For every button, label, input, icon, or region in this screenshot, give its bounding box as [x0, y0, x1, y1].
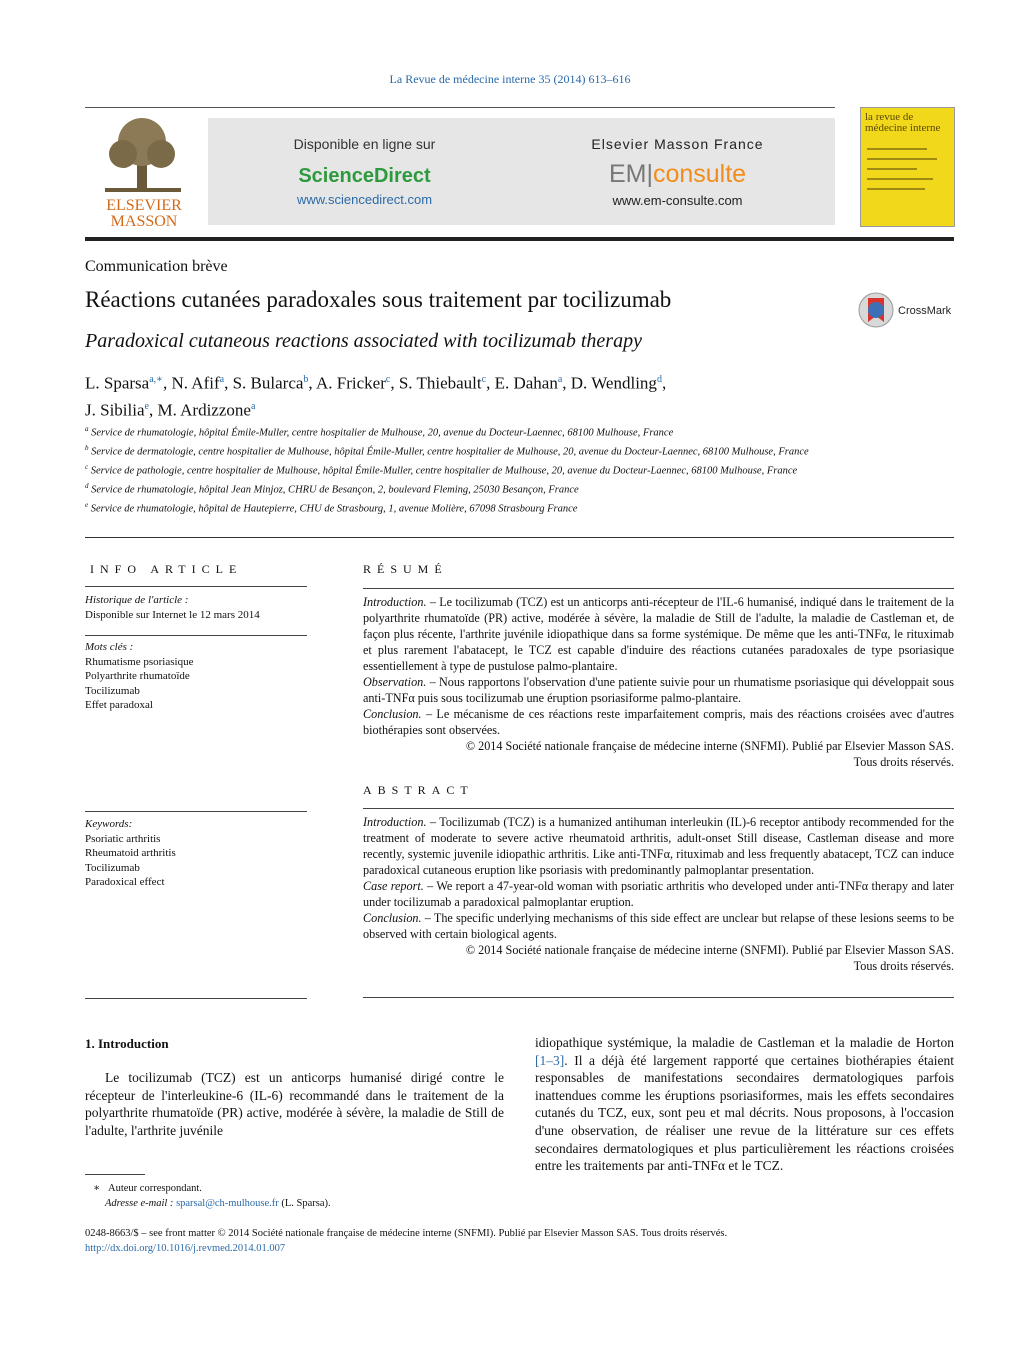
body-paragraph-right: idiopathique systémique, la maladie de C…: [535, 1035, 954, 1174]
availability-banner: Disponible en ligne sur ScienceDirect ww…: [208, 118, 835, 225]
footnote-rule: [85, 1174, 145, 1175]
available-online-label: Disponible en ligne sur: [293, 136, 436, 152]
author-name: L. Sparsa: [85, 373, 150, 393]
resume-text: Introduction. – Le tocilizumab (TCZ) est…: [363, 594, 954, 770]
section-heading: 1. Introduction: [85, 1036, 169, 1051]
resume-intro: Introduction. – Le tocilizumab (TCZ) est…: [363, 595, 954, 673]
resume-copyright: © 2014 Société nationale française de mé…: [465, 739, 954, 753]
keyword: Tocilizumab: [85, 861, 140, 874]
history-label: Historique de l'article :: [85, 594, 189, 606]
divider: [85, 537, 954, 538]
affiliation-e: e Service de rhumatologie, hôpital de Ha…: [85, 500, 578, 515]
info-bottom-rule: [85, 998, 307, 999]
resume-heading: RÉSUMÉ: [363, 562, 448, 576]
masson-wordmark: MASSON: [111, 213, 178, 230]
elsevier-masson-logo: ELSEVIER MASSON: [85, 114, 203, 230]
header-thick-rule: [85, 237, 954, 241]
author-name: J. Sibilia: [85, 400, 145, 420]
keywords-en-label: Keywords:: [85, 818, 133, 830]
sciencedirect-logo: ScienceDirect: [298, 165, 431, 187]
keywords-en-rule: [85, 811, 307, 812]
author-name: D. Wendling: [570, 373, 657, 393]
header-rule: [85, 107, 835, 108]
crossmark-badge[interactable]: CrossMark: [858, 290, 958, 330]
footnote-mark: ∗: [93, 1183, 101, 1194]
author-list: L. Sparsaa,∗, N. Afifa, S. Bularcab, A. …: [85, 373, 667, 420]
affiliation-d: d Service de rhumatologie, hôpital Jean …: [85, 481, 579, 496]
history-value: Disponible sur Internet le 12 mars 2014: [85, 608, 260, 621]
keywords-fr-rule: [85, 635, 307, 636]
abstract-heading: ABSTRACT: [363, 783, 474, 797]
info-rule: [85, 586, 307, 587]
email-link[interactable]: sparsal@ch-mulhouse.fr: [176, 1198, 279, 1209]
affiliation-a: a Service de rhumatologie, hôpital Émile…: [85, 425, 674, 439]
cover-title-line1: la revue de: [865, 111, 914, 123]
resume-rule: [363, 588, 954, 589]
em-wordmark: EM: [608, 160, 647, 188]
corresponding-author-footnote: ∗ Auteur correspondant. Adresse e-mail :…: [93, 1183, 331, 1209]
keywords-fr: Mots clés : Rhumatisme psoriasique Polya…: [85, 640, 307, 713]
affiliation-b: b Service de dermatologie, centre hospit…: [85, 443, 809, 458]
doi-link[interactable]: http://dx.doi.org/10.1016/j.revmed.2014.…: [85, 1243, 286, 1254]
crossmark-label: CrossMark: [898, 305, 952, 317]
article-history: Historique de l'article : Disponible sur…: [85, 593, 307, 622]
citation-link[interactable]: [1–3]: [535, 1052, 565, 1068]
emconsulte-logo: EM|consulte: [608, 160, 747, 188]
keyword: Effet paradoxal: [85, 699, 153, 711]
abstract-copyright: © 2014 Société nationale française de mé…: [465, 943, 954, 957]
keyword: Tocilizumab: [85, 684, 140, 697]
cover-title-line2: médecine interne: [865, 122, 941, 134]
abstract-rule: [363, 808, 954, 809]
consulte-wordmark: consulte: [652, 160, 747, 188]
abstract-intro: Introduction. – Tocilizumab (TCZ) is a h…: [363, 815, 954, 877]
keywords-fr-label: Mots clés :: [85, 641, 134, 653]
elsevier-wordmark: ELSEVIER: [106, 197, 182, 214]
abstract-conclusion: Conclusion. – The specific underlying me…: [363, 911, 954, 941]
abstract-bottom-rule: [363, 997, 954, 998]
author-name: M. Ardizzone: [157, 400, 251, 420]
emconsulte-url[interactable]: www.em-consulte.com: [612, 193, 743, 208]
journal-cover: la revue de médecine interne: [860, 107, 955, 227]
journal-reference[interactable]: La Revue de médecine interne 35 (2014) 6…: [389, 72, 631, 86]
keyword: Paradoxical effect: [85, 876, 165, 888]
elsevier-masson-france-label: Elsevier Masson France: [591, 136, 764, 152]
author-name: N. Afif: [171, 373, 220, 393]
keywords-en: Keywords: Psoriatic arthritis Rheumatoid…: [85, 817, 307, 890]
sciencedirect-url[interactable]: www.sciencedirect.com: [296, 192, 433, 207]
resume-conclusion: Conclusion. – Le mécanisme de ces réacti…: [363, 707, 954, 737]
author-name: E. Dahan: [494, 373, 558, 393]
article-title-fr: Réactions cutanées paradoxales sous trai…: [85, 287, 672, 312]
article-type: Communication brève: [85, 258, 228, 275]
author-name: S. Bularca: [232, 373, 304, 393]
article-title-en: Paradoxical cutaneous reactions associat…: [85, 330, 642, 352]
keyword: Rhumatisme psoriasique: [85, 655, 194, 668]
author-name: A. Fricker: [315, 373, 386, 393]
abstract-rights: Tous droits réservés.: [853, 959, 954, 973]
author-affil-marker: a,∗: [149, 374, 163, 385]
body-paragraph-left: Le tocilizumab (TCZ) est un anticorps hu…: [85, 1070, 504, 1138]
affiliation-c: c Service de pathologie, centre hospital…: [85, 462, 798, 477]
front-matter-text: 0248-8663/$ – see front matter © 2014 So…: [85, 1228, 728, 1239]
keyword: Psoriatic arthritis: [85, 832, 161, 845]
keyword: Polyarthrite rhumatoïde: [85, 670, 190, 682]
keyword: Rheumatoid arthritis: [85, 847, 176, 859]
front-matter: 0248-8663/$ – see front matter © 2014 So…: [85, 1226, 954, 1256]
author-name: S. Thiebault: [398, 373, 482, 393]
sciencedirect-block: Disponible en ligne sur ScienceDirect ww…: [208, 118, 521, 225]
affiliations: a Service de rhumatologie, hôpital Émile…: [85, 422, 825, 517]
info-article-heading: INFO ARTICLE: [90, 562, 243, 576]
resume-observation: Observation. – Nous rapportons l'observa…: [363, 675, 954, 705]
emconsulte-block: Elsevier Masson France EM|consulte www.e…: [521, 118, 834, 225]
abstract-text: Introduction. – Tocilizumab (TCZ) is a h…: [363, 814, 954, 974]
resume-rights: Tous droits réservés.: [853, 755, 954, 769]
abstract-case: Case report. – We report a 47-year-old w…: [363, 879, 954, 909]
